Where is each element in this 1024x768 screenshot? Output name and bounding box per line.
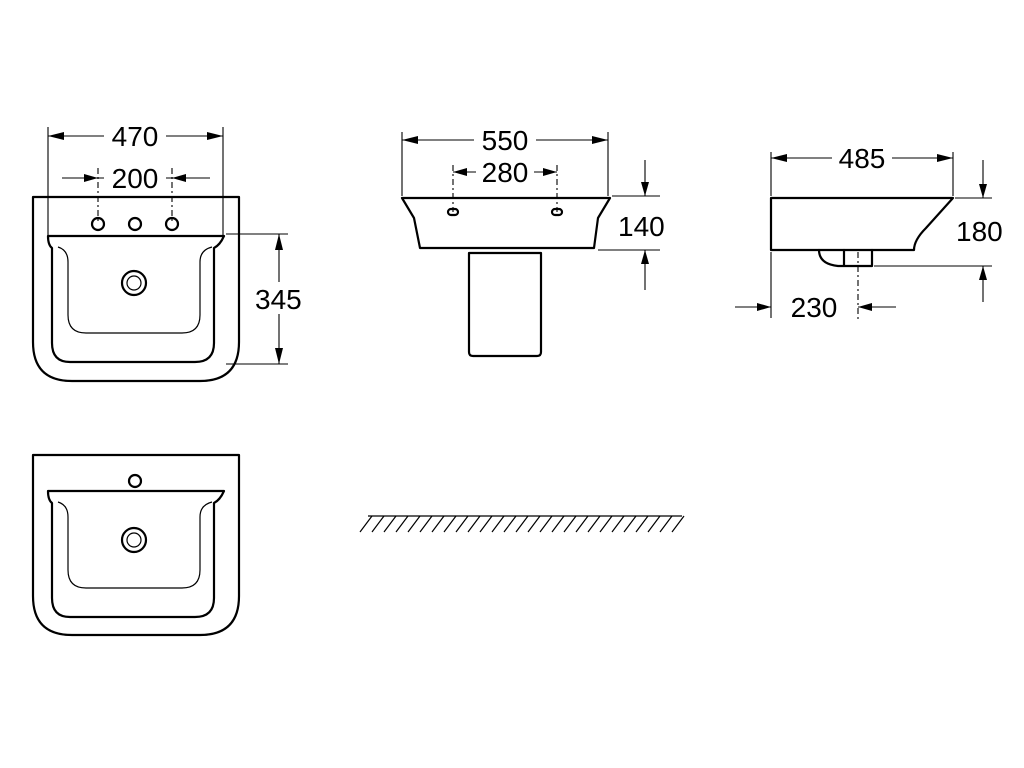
front-height-label: 345 <box>255 284 302 315</box>
dimension-arrow <box>937 154 953 162</box>
pedestal-column <box>467 251 543 358</box>
dimension-arrow <box>641 250 649 264</box>
front-width-label: 470 <box>112 121 159 152</box>
basin-side-outline <box>769 196 955 252</box>
dimension-arrow <box>592 136 608 144</box>
dimension-arrow <box>771 154 787 162</box>
tap-spacing-label: 200 <box>112 163 159 194</box>
bowl-rim <box>46 489 226 619</box>
tap-hole-center <box>127 473 143 489</box>
dimension-arrow <box>979 184 987 198</box>
dimension-arrow <box>172 174 186 182</box>
dimension-arrow <box>641 182 649 196</box>
dimension-arrow <box>207 132 223 140</box>
tap-hole-right <box>164 216 180 232</box>
front-view-three-tap: 470 200 345 <box>31 121 302 383</box>
basin-outline <box>400 196 612 250</box>
side-view: 485 180 230 <box>735 143 1003 323</box>
waste-outlet <box>817 248 874 268</box>
hatch-marks <box>359 515 685 533</box>
bowl-rim <box>46 234 226 364</box>
dimension-arrow <box>48 132 64 140</box>
drain-outer <box>120 269 148 297</box>
dimension-arrow <box>275 234 283 250</box>
basin-outline <box>31 453 241 637</box>
tap-hole-center <box>127 216 143 232</box>
pedestal-tap-spacing-label: 280 <box>482 157 529 188</box>
drain-inner <box>126 275 142 291</box>
side-depth-label: 485 <box>839 143 886 174</box>
pedestal-front-view: 550 280 140 <box>400 125 665 358</box>
pedestal-width-label: 550 <box>482 125 529 156</box>
bowl-inner <box>57 501 213 589</box>
floor-hatch <box>359 515 685 533</box>
side-height-label: 180 <box>956 216 1003 247</box>
dimension-arrow <box>858 303 872 311</box>
pedestal-height-label: 140 <box>618 211 665 242</box>
dimension-arrow <box>757 303 771 311</box>
drain-inner <box>126 532 142 548</box>
dimension-arrow <box>543 168 557 176</box>
dimension-arrow <box>453 168 467 176</box>
drain-outer <box>120 526 148 554</box>
dimension-arrow <box>275 348 283 364</box>
dimension-arrow <box>84 174 98 182</box>
front-view-one-tap <box>31 453 241 637</box>
basin-outline <box>31 195 241 383</box>
dimension-arrow <box>402 136 418 144</box>
tap-hole-left <box>90 216 106 232</box>
dimension-arrow <box>979 266 987 280</box>
waste-offset-label: 230 <box>791 292 838 323</box>
bowl-inner <box>57 246 213 334</box>
